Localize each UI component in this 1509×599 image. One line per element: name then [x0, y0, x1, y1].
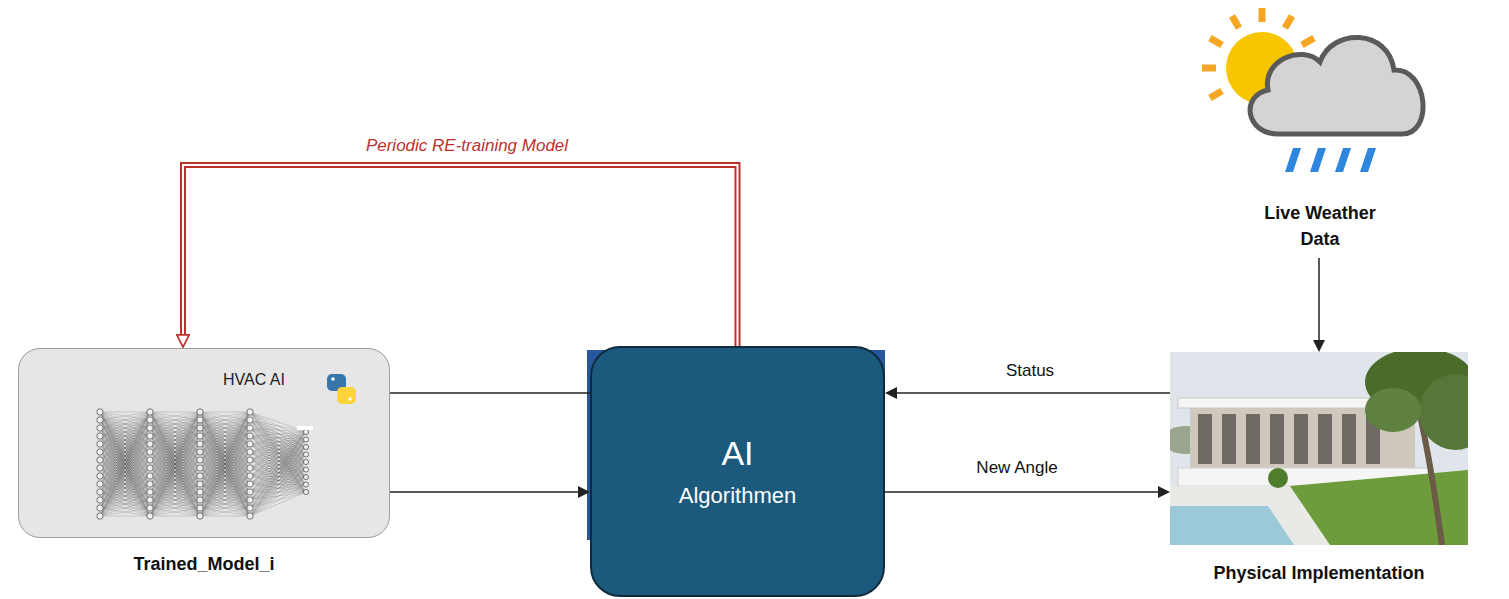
box-title: HVAC AI	[129, 371, 379, 389]
connector-line	[1318, 258, 1320, 340]
connector-line	[390, 491, 578, 493]
connector	[390, 393, 590, 394]
edge-label: New Angle	[972, 458, 1061, 478]
connector-line	[897, 392, 1170, 394]
connector	[897, 393, 1170, 394]
connector	[390, 492, 578, 493]
connector-line	[390, 392, 590, 394]
box-frame	[1170, 352, 1468, 545]
connector-line	[885, 491, 1158, 493]
building-photo	[1170, 352, 1468, 545]
box-title: AI	[721, 434, 753, 473]
connector	[1319, 258, 1320, 340]
box-caption: Physical Implementation	[1170, 563, 1468, 584]
box-frame: HVAC AI	[18, 348, 390, 538]
algorithm-box: AI Algorithmen	[590, 346, 885, 597]
box-caption: Trained_Model_i	[18, 554, 390, 575]
box-subtitle: Algorithmen	[679, 483, 796, 509]
connector-line	[183, 165, 738, 346]
model-box: HVAC AI Trained_Model_i	[18, 348, 390, 575]
weather-node: Live Weather Data	[1255, 200, 1385, 252]
edge-label: Periodic RE-training Model	[362, 136, 572, 156]
python-logo	[327, 374, 356, 404]
weather-icon	[1202, 8, 1423, 172]
connector	[183, 165, 738, 346]
edge-label: Status	[1002, 361, 1058, 381]
network-mark	[297, 426, 313, 430]
neural-network-icon	[97, 409, 309, 519]
connector-inner	[183, 165, 738, 346]
building-node: Physical Implementation	[1170, 352, 1468, 584]
model-box-fill	[18, 348, 390, 538]
connector	[885, 492, 1158, 493]
source-label: Live Weather Data	[1255, 200, 1385, 252]
box-frame: AI Algorithmen	[590, 346, 885, 597]
